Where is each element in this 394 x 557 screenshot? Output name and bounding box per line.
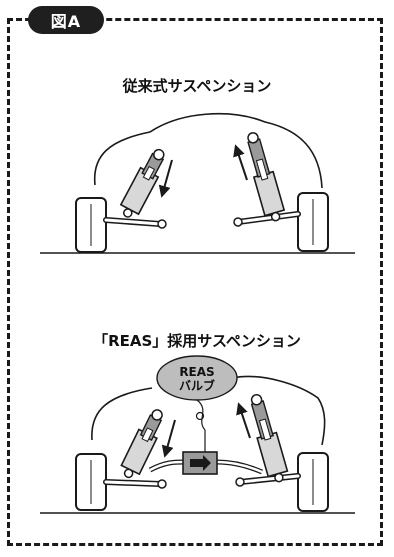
- right-shock-absorber-reas: [250, 394, 289, 483]
- reas-valve-label: REAS バルブ: [160, 365, 234, 393]
- figure-label-badge: 図A: [28, 6, 104, 34]
- car-body-outline-reas: [91, 375, 326, 446]
- reas-suspension-illustration: [40, 355, 355, 514]
- reas-suspension-title: 「REAS」採用サスペンション: [93, 332, 301, 350]
- conventional-suspension-title: 従来式サスペンション: [122, 77, 272, 95]
- compression-arrow-reas: [161, 419, 176, 458]
- right-shock-absorber: [247, 132, 286, 222]
- flow-arrow-icon: [190, 455, 211, 471]
- figure-frame: [7, 18, 383, 546]
- left-shock-absorber-reas: [120, 409, 163, 479]
- left-shock-absorber: [119, 148, 165, 218]
- extension-arrow: [233, 144, 248, 181]
- car-body-outline: [93, 112, 323, 189]
- conventional-suspension-illustration: [40, 112, 355, 254]
- extension-arrow-reas: [236, 402, 251, 439]
- compression-arrow: [158, 159, 173, 198]
- reas-valve-label-line1: REAS: [179, 365, 215, 379]
- reas-valve-label-line2: バルブ: [178, 379, 215, 393]
